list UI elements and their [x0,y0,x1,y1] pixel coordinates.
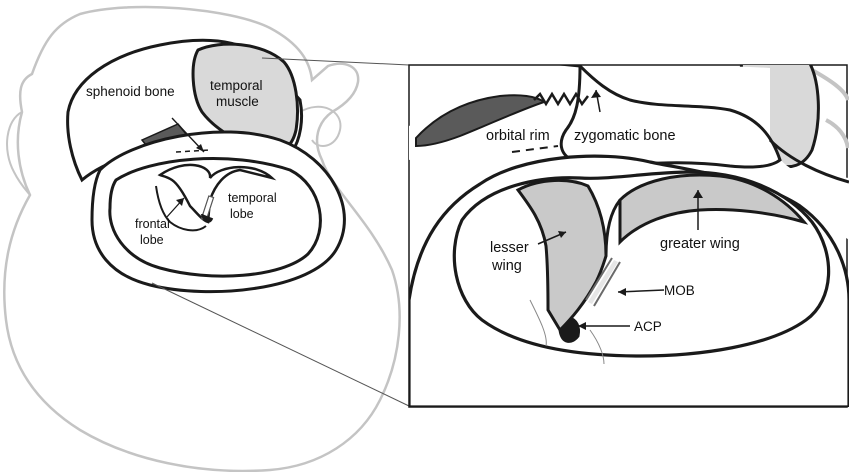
label-temporal-lobe-1: temporal [228,191,277,205]
label-lesser-wing-1: lesser [490,240,529,256]
label-frontal-lobe-2: lobe [140,233,164,247]
label-temporal-muscle-1: temporal [210,78,263,93]
label-orbital-rim: orbital rim [486,128,550,144]
label-temporal-lobe-2: lobe [230,207,254,221]
label-sphenoid-bone: sphenoid bone [86,84,175,99]
detail-panel: orbital rim zygomatic bone lesser wing g… [409,60,849,407]
label-frontal-lobe-1: frontal [135,217,170,231]
label-acp: ACP [634,319,662,334]
zoom-connector-bottom [152,283,409,406]
label-lesser-wing-2: wing [491,258,522,274]
label-temporal-muscle-2: muscle [216,94,259,109]
label-greater-wing: greater wing [660,236,740,252]
label-mob: MOB [664,283,695,298]
label-zygomatic-bone: zygomatic bone [574,128,676,144]
overview-illustration: sphenoid bone temporal muscle temporal l… [4,7,399,471]
